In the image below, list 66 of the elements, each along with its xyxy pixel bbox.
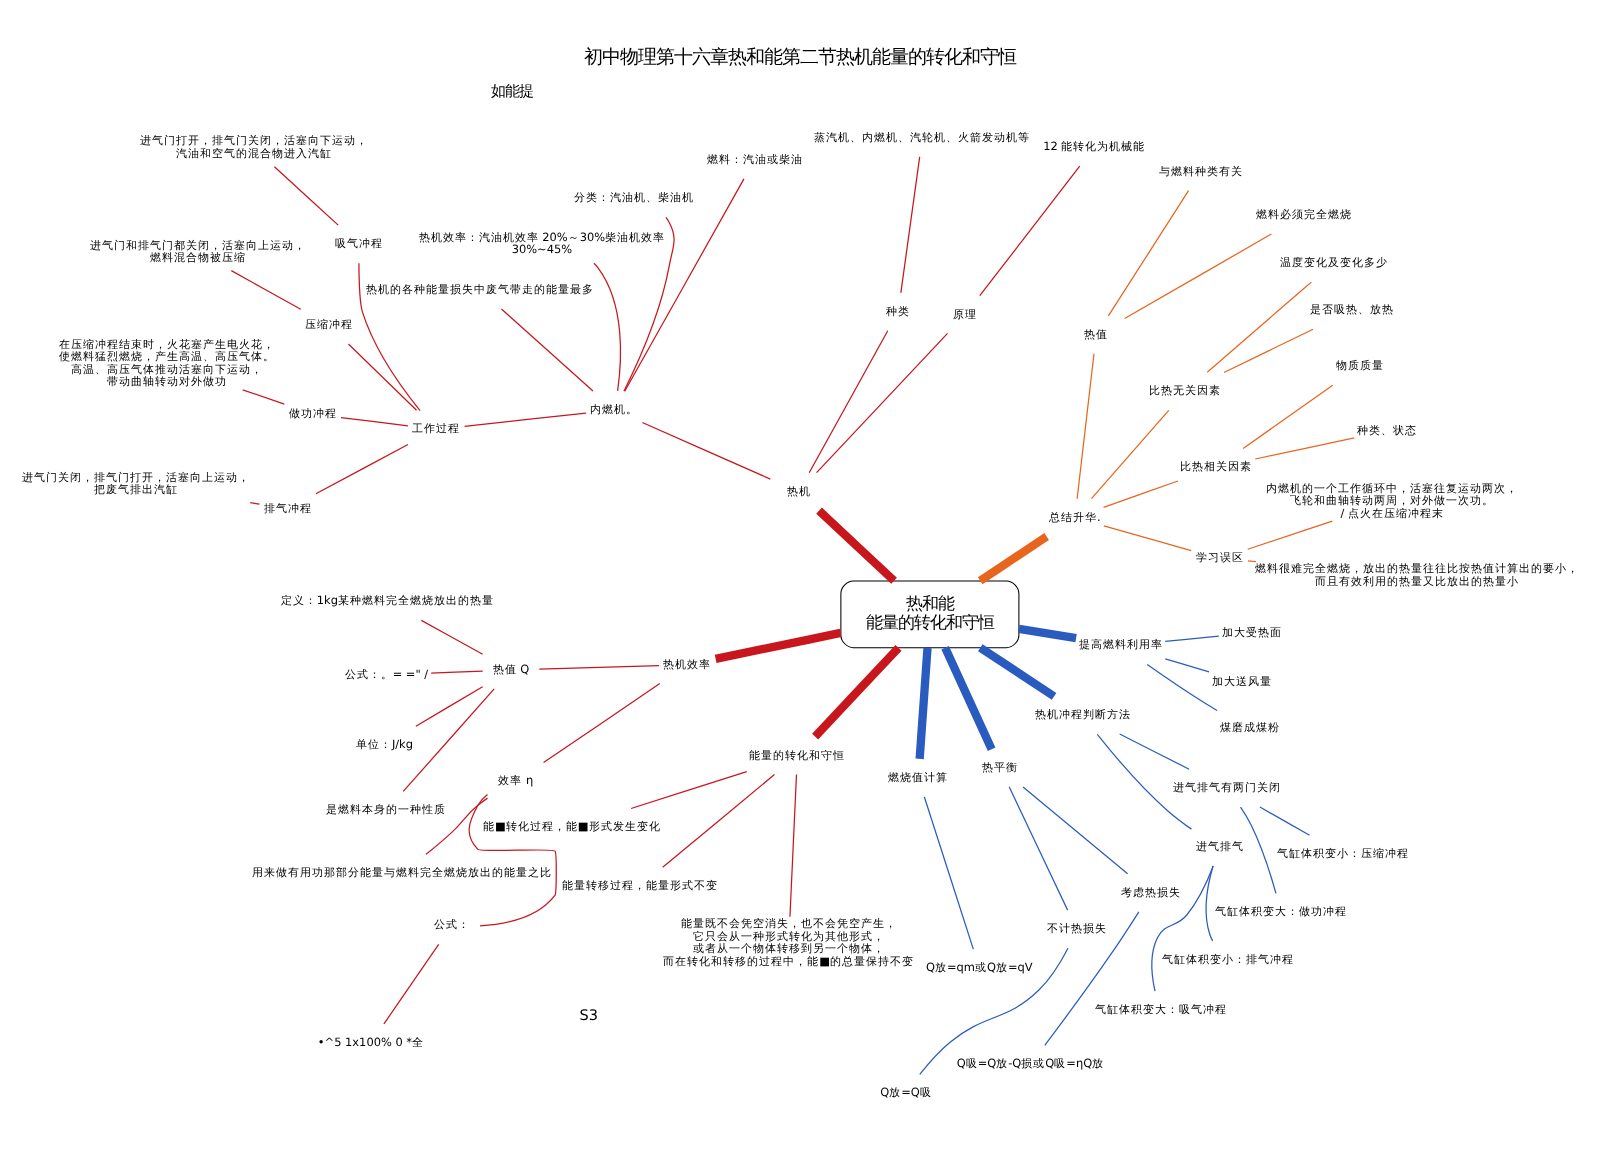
connector	[1102, 480, 1179, 509]
connector	[340, 416, 409, 427]
connector	[808, 330, 889, 474]
connector	[347, 343, 418, 411]
connector	[230, 270, 302, 310]
connector	[273, 166, 339, 226]
connector	[1247, 520, 1333, 550]
connector	[1164, 658, 1210, 673]
connector	[1119, 733, 1190, 770]
connector	[1090, 409, 1170, 500]
connector	[816, 507, 897, 584]
connector	[941, 645, 996, 751]
connector	[1107, 190, 1190, 317]
connector	[1124, 233, 1272, 320]
connector	[1022, 786, 1129, 875]
connector	[415, 686, 484, 727]
connector	[919, 947, 1069, 1075]
connector	[383, 943, 440, 1025]
connector	[420, 619, 484, 655]
connector	[714, 628, 842, 663]
connector	[812, 644, 902, 740]
connector	[662, 773, 776, 868]
connector	[641, 421, 771, 480]
connector	[430, 670, 484, 674]
connector	[538, 665, 660, 670]
connector	[630, 771, 748, 810]
connector	[500, 308, 594, 392]
connector	[542, 682, 661, 764]
connector	[425, 797, 489, 855]
connector	[1239, 806, 1277, 895]
connector	[623, 216, 675, 392]
connector	[315, 443, 409, 495]
connector	[915, 647, 932, 760]
connector	[900, 156, 921, 294]
connector	[1206, 281, 1312, 373]
connector	[358, 262, 421, 412]
connector	[789, 773, 798, 918]
connector	[977, 533, 1049, 585]
connector	[1259, 806, 1311, 836]
connector	[1018, 624, 1077, 643]
connector	[1146, 663, 1218, 712]
connector	[1151, 865, 1214, 992]
connector	[1096, 733, 1193, 830]
connector	[1242, 384, 1334, 450]
connector	[923, 796, 974, 950]
connector	[978, 644, 1057, 700]
connector	[1205, 865, 1214, 942]
node-box: 热和能 能量的转化和守恒	[840, 580, 1020, 649]
connector	[1103, 525, 1192, 552]
connector	[624, 178, 745, 392]
connector	[1223, 328, 1314, 374]
connector	[463, 412, 587, 427]
connector	[815, 332, 949, 474]
connector	[468, 793, 557, 927]
connector	[402, 688, 495, 793]
connector	[1008, 786, 1069, 911]
connector	[1164, 635, 1220, 642]
connector	[979, 165, 1081, 297]
connector	[249, 502, 261, 505]
connector	[1076, 353, 1095, 500]
connector	[242, 389, 285, 405]
diagram-title: 初中物理第十六章热和能第二节热机能量的转化和守恒	[584, 47, 1016, 70]
connector	[1254, 437, 1355, 460]
connector	[593, 262, 622, 392]
connector	[1247, 560, 1257, 563]
connector	[1044, 911, 1140, 1046]
